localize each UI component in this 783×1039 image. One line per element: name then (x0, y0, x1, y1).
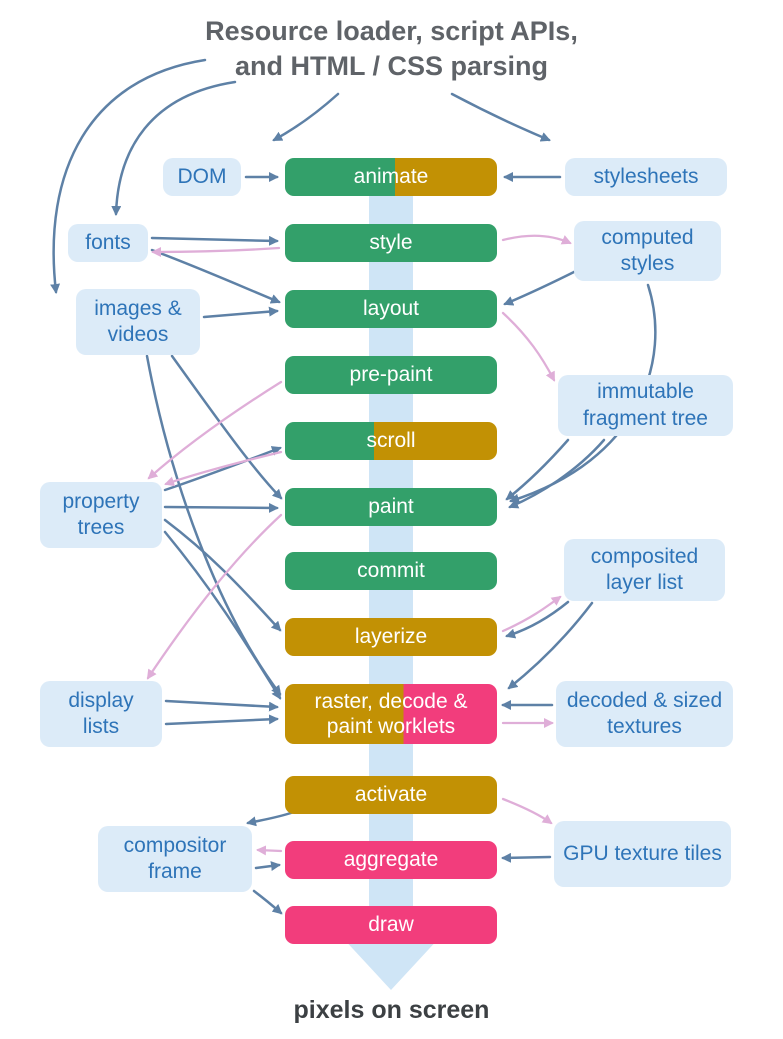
arrow-layout-to-fragment-tree-icon (501, 311, 556, 382)
diagram-title-line2: and HTML / CSS parsing (234, 51, 549, 82)
arrow-fonts-to-layout-icon (150, 248, 281, 304)
stage-animate-label: animate (353, 165, 429, 189)
box-display-lists-label: display lists (68, 688, 134, 738)
stage-layerize: layerize (285, 618, 497, 656)
arrow-title-to-stylesheets-icon (450, 92, 551, 142)
arrow-activate-to-gpu-tiles-icon (501, 797, 553, 825)
arrow-fragment-tree-to-paint-icon (505, 438, 570, 501)
arrow-property-trees-to-paint-icon (163, 502, 279, 513)
box-images-videos: images & videos (76, 289, 200, 355)
box-gpu-texture-tiles-label: GPU texture tiles (563, 841, 722, 865)
arrow-display-lists-to-raster-2-icon (164, 714, 279, 726)
arrow-aggregate-to-compositor-frame-icon (256, 845, 283, 856)
stage-aggregate-label: aggregate (343, 848, 439, 872)
stage-layout-label: layout (362, 297, 420, 321)
stage-pre-paint-label: pre-paint (349, 363, 433, 387)
diagram-title: Resource loader, script APIs, and HTML /… (0, 14, 783, 84)
arrow-style-to-computed-styles-icon (501, 234, 572, 245)
arrow-property-trees-to-raster-icon (163, 530, 282, 700)
stage-activate-label: activate (354, 783, 428, 807)
box-immutable-fragment-tree: immutable fragment tree (558, 375, 733, 436)
box-decoded-sized-textures-label: decoded & sized textures (566, 688, 723, 738)
box-immutable-fragment-tree-label: immutable fragment tree (583, 380, 708, 430)
arrow-images-videos-to-paint-icon (170, 354, 283, 500)
stage-paint: paint (285, 488, 497, 526)
arrow-activate-to-compositor-frame-icon (246, 810, 296, 827)
stage-layerize-label: layerize (354, 625, 428, 649)
box-property-trees-label: property trees (62, 489, 140, 539)
box-dom-label: DOM (177, 164, 227, 188)
arrow-paint-to-display-lists-icon (146, 513, 283, 680)
pixels-on-screen-label: pixels on screen (293, 996, 490, 1024)
arrow-title-to-fonts-icon (111, 80, 237, 216)
box-composited-layer-list-label: composited layer list (590, 544, 699, 594)
arrow-property-trees-to-layerize-icon (163, 518, 282, 632)
box-property-trees: property trees (40, 482, 162, 548)
stage-aggregate: aggregate (285, 841, 497, 879)
arrow-layerize-to-layer-list-icon (501, 595, 562, 633)
box-stylesheets: stylesheets (565, 158, 727, 196)
arrow-pre-paint-to-property-trees-icon (147, 380, 283, 480)
box-display-lists: display lists (40, 681, 162, 747)
box-composited-layer-list: composited layer list (564, 539, 725, 601)
stage-draw: draw (285, 906, 497, 944)
stage-raster-label: raster, decode & paint worklets (314, 689, 468, 738)
box-compositor-frame-label: compositor frame (123, 833, 227, 883)
box-computed-styles-label: computed styles (601, 225, 694, 275)
stage-pre-paint: pre-paint (285, 356, 497, 394)
stage-commit: commit (285, 552, 497, 590)
arrow-display-lists-to-raster-icon (164, 699, 279, 712)
arrow-title-to-pipeline-icon (272, 92, 340, 142)
stage-scroll: scroll (285, 422, 497, 460)
box-fonts-label: fonts (85, 230, 131, 254)
box-fonts: fonts (68, 224, 148, 262)
arrow-layer-list-to-layerize-icon (505, 600, 570, 639)
stage-style: style (285, 224, 497, 262)
arrow-fragment-tree-to-paint-2-icon (508, 438, 606, 509)
stage-raster-decode-paint-worklets: raster, decode & paint worklets (285, 684, 497, 744)
arrow-property-trees-to-scroll-icon (163, 446, 282, 492)
box-compositor-frame: compositor frame (98, 826, 252, 892)
box-stylesheets-label: stylesheets (593, 164, 699, 188)
box-computed-styles: computed styles (574, 221, 721, 281)
stage-paint-label: paint (368, 495, 414, 519)
stage-animate: animate (285, 158, 497, 196)
arrow-images-videos-to-raster-icon (145, 354, 282, 696)
stage-draw-label: draw (368, 913, 414, 937)
arrow-layer-list-to-raster-icon (507, 601, 594, 690)
arrow-compositor-frame-to-aggregate-icon (254, 861, 281, 871)
arrow-fonts-to-style-icon (150, 235, 279, 246)
stage-scroll-label: scroll (366, 429, 416, 453)
stage-activate: activate (285, 776, 497, 814)
stage-style-label: style (369, 231, 413, 255)
box-gpu-texture-tiles: GPU texture tiles (554, 821, 731, 887)
arrow-scroll-to-property-trees-icon (164, 450, 283, 487)
box-dom: DOM (163, 158, 241, 196)
arrow-title-to-images-videos-icon (50, 58, 207, 294)
arrow-style-to-fonts-icon (151, 246, 281, 257)
arrow-gpu-tiles-to-aggregate-icon (501, 852, 552, 863)
arrow-images-videos-to-layout-icon (202, 306, 279, 319)
diagram-title-line1: Resource loader, script APIs, (205, 16, 578, 46)
stage-commit-label: commit (357, 559, 425, 583)
box-decoded-sized-textures: decoded & sized textures (556, 681, 733, 747)
stage-layout: layout (285, 290, 497, 328)
box-images-videos-label: images & videos (94, 296, 182, 346)
arrow-computed-styles-to-layout-icon (503, 268, 580, 306)
arrow-compositor-frame-to-draw-icon (252, 889, 283, 915)
